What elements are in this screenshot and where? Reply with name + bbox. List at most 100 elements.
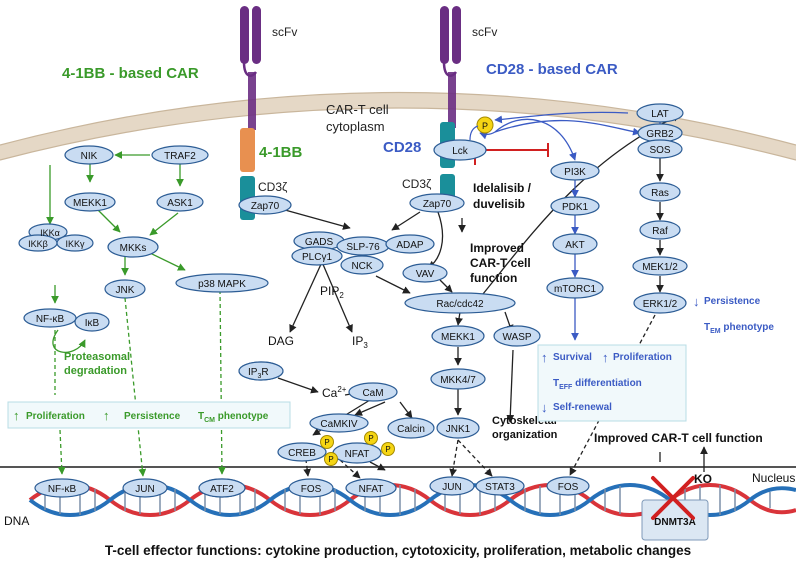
node-mkk47: MKK4/7: [440, 375, 476, 386]
node-mtorc1: mTORC1: [554, 284, 596, 295]
inhibition-line: [474, 143, 549, 165]
node-rac-cdc42: Rac/cdc42: [436, 299, 484, 310]
node-calcin: Calcin: [397, 424, 425, 435]
nuclear-atf2: ATF2: [210, 484, 234, 495]
left-box-proliferation: Proliferation: [26, 411, 85, 422]
svg-text:IP3R: IP3R: [248, 367, 269, 380]
pi3k-box-self-renewal: Self-renewal: [553, 402, 612, 413]
node-ip3r: IP3R: [238, 361, 284, 381]
footer-caption: T-cell effector functions: cytokine prod…: [105, 543, 691, 558]
label-calcium: Ca2+: [322, 385, 347, 400]
pi3k-box-survival: Survival: [553, 352, 592, 363]
lck-node: [433, 116, 494, 161]
label-proteasomal-1: Proteasomal: [64, 351, 130, 363]
label-cytoskeletal-2: organization: [492, 429, 558, 441]
nfat-p-labels: P P P P: [324, 434, 390, 464]
svg-text:↑: ↑: [602, 350, 609, 365]
svg-text:P: P: [324, 438, 329, 447]
svg-text:P: P: [368, 434, 373, 443]
svg-text:↓: ↓: [541, 400, 548, 415]
blue-arrows: [479, 111, 664, 341]
node-ikka: IKKα: [40, 228, 60, 238]
cd3z-left-label: CD3ζ: [258, 180, 288, 194]
dnmt3a-box: DNMT3A: [641, 476, 709, 541]
svg-text:↑: ↑: [541, 350, 548, 365]
label-drug-1: Idelalisib /: [473, 181, 532, 195]
node-zap70-left: Zap70: [251, 201, 280, 212]
node-camkiv: CaMKIV: [320, 419, 358, 430]
node-nck: NCK: [351, 261, 372, 272]
svg-text:P: P: [385, 445, 390, 454]
left-box-persistence: Persistence: [124, 411, 181, 422]
label-pip2: PIP2: [320, 284, 344, 300]
node-p-lck: P: [482, 121, 488, 131]
title-4-1bb-car: 4-1BB - based CAR: [62, 65, 199, 82]
scfv-right-label: scFv: [472, 25, 497, 39]
node-sos: SOS: [649, 145, 670, 156]
nuclear-stat3: STAT3: [485, 482, 515, 493]
node-jnk1: JNK1: [446, 424, 471, 435]
label-proteasomal-2: degradation: [64, 365, 127, 377]
node-ikkb: IKKβ: [28, 239, 48, 249]
node-nfat: NFAT: [345, 449, 370, 460]
label-improved-right: Improved CAR-T cell function: [594, 431, 763, 445]
node-akt: AKT: [565, 240, 584, 251]
node-labels: NIK TRAF2 MEKK1 ASK1 IKKα IKKβ IKKγ MKKs…: [28, 109, 678, 495]
node-vav: VAV: [416, 269, 435, 280]
node-pi3k: PI3K: [564, 167, 586, 178]
node-jnk: JNK: [116, 285, 135, 296]
node-mek12: MEK1/2: [642, 262, 678, 273]
node-nik: NIK: [81, 151, 98, 162]
label-persistence-right: Persistence: [704, 296, 761, 307]
title-cd28-car: CD28 - based CAR: [486, 61, 618, 78]
node-mkks: MKKs: [120, 243, 147, 254]
node-mekk1-left: MEKK1: [73, 198, 107, 209]
label-dnmt3a: DNMT3A: [654, 517, 696, 528]
node-plcy1: PLCγ1: [302, 252, 332, 263]
node-raf: Raf: [652, 226, 668, 237]
car-4-1bb: [240, 6, 261, 220]
node-wasp: WASP: [502, 332, 531, 343]
node-ikb: IκB: [85, 318, 100, 329]
node-erk12: ERK1/2: [643, 299, 678, 310]
cd3z-right-label: CD3ζ: [402, 177, 432, 191]
node-nfkb: NF-κB: [36, 314, 65, 325]
costim-4-1bb-label: 4-1BB: [259, 144, 303, 161]
node-creb: CREB: [288, 448, 316, 459]
label-tem-phenotype: TEM phenotype: [704, 322, 774, 335]
label-nucleus: Nucleus: [752, 471, 795, 485]
left-outcome-box: ↑ Proliferation ↑ Persistence TCM phenot…: [7, 401, 291, 429]
svg-text:↑: ↑: [103, 408, 110, 423]
nuclear-jun-left-group: JUN: [122, 297, 168, 498]
node-pdk1: PDK1: [562, 202, 589, 213]
node-lat: LAT: [651, 109, 669, 120]
label-improved-mid-2: CAR-T cell: [470, 256, 531, 270]
nuclear-nfkb: NF-κB: [48, 484, 77, 495]
cytoplasm-label-1: CAR-T cell: [326, 102, 389, 117]
costim-cd28-label: CD28: [383, 139, 421, 156]
pi3k-box-teff: TEFF differentiation: [553, 378, 642, 391]
node-grb2: GRB2: [646, 129, 674, 140]
node-ras: Ras: [651, 188, 669, 199]
nuclear-atf2-group: ATF2: [198, 478, 246, 498]
label-improved-mid-3: function: [470, 271, 517, 285]
pi3k-box-proliferation: Proliferation: [613, 352, 672, 363]
label-improved-mid-1: Improved: [470, 241, 524, 255]
svg-text:↑: ↑: [13, 408, 20, 423]
node-shapes: [18, 103, 688, 498]
nuclear-jun-mid: JUN: [442, 482, 461, 493]
left-box-tcm-phenotype: TCM phenotype: [198, 411, 269, 424]
nuclear-fos-right: FOS: [558, 482, 579, 493]
node-p38-mapk: p38 MAPK: [198, 279, 246, 290]
label-drug-2: duvelisib: [473, 197, 525, 211]
node-slp76: SLP-76: [346, 242, 380, 253]
node-zap70-right: Zap70: [423, 199, 452, 210]
label-ko: KO: [694, 472, 712, 486]
node-ikky: IKKγ: [65, 239, 85, 249]
nuclear-fos-mid: FOS: [301, 484, 322, 495]
node-cam: CaM: [362, 388, 383, 399]
node-traf2: TRAF2: [164, 151, 196, 162]
node-lck: Lck: [452, 146, 469, 157]
